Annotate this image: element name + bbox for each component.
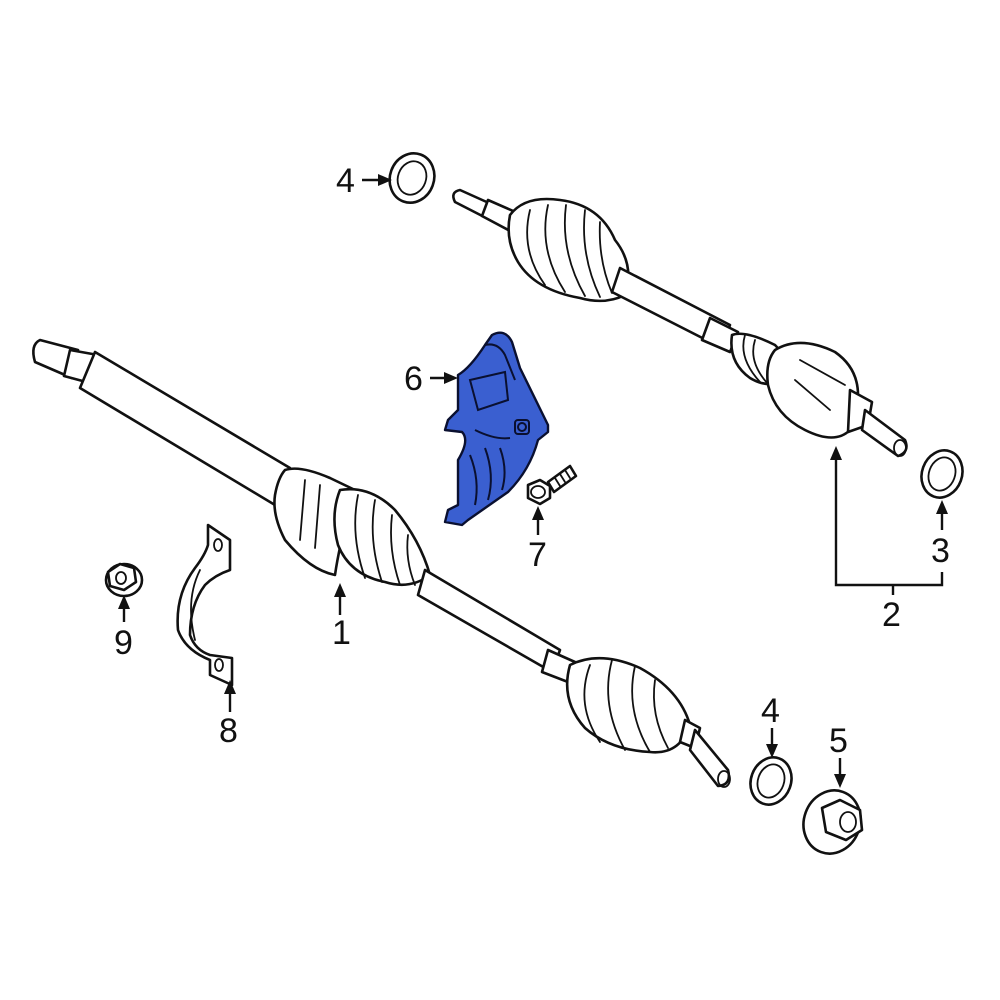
callout-4-lower: 4 (761, 692, 780, 730)
callout-6: 6 (404, 360, 423, 398)
callout-8: 8 (219, 712, 238, 750)
hub-nut[interactable] (795, 782, 870, 861)
callout-9: 9 (114, 624, 133, 662)
callout-5: 5 (829, 722, 848, 760)
bearing-strap[interactable] (176, 523, 234, 687)
washer-lower[interactable] (744, 752, 798, 811)
callout-1: 1 (332, 614, 351, 652)
washer-upper[interactable] (383, 147, 441, 209)
heat-shield-bracket[interactable] (443, 331, 550, 527)
leader-lines (118, 174, 948, 788)
bolt[interactable] (526, 464, 578, 506)
seal[interactable] (915, 445, 969, 504)
callout-2: 2 (882, 596, 901, 634)
flange-nut-small[interactable] (104, 562, 144, 598)
callout-4-upper: 4 (336, 162, 355, 200)
axle-shaft-left[interactable] (32, 338, 731, 788)
callout-3: 3 (931, 532, 950, 570)
callout-7: 7 (528, 536, 547, 574)
axle-shaft-right[interactable] (452, 188, 908, 458)
